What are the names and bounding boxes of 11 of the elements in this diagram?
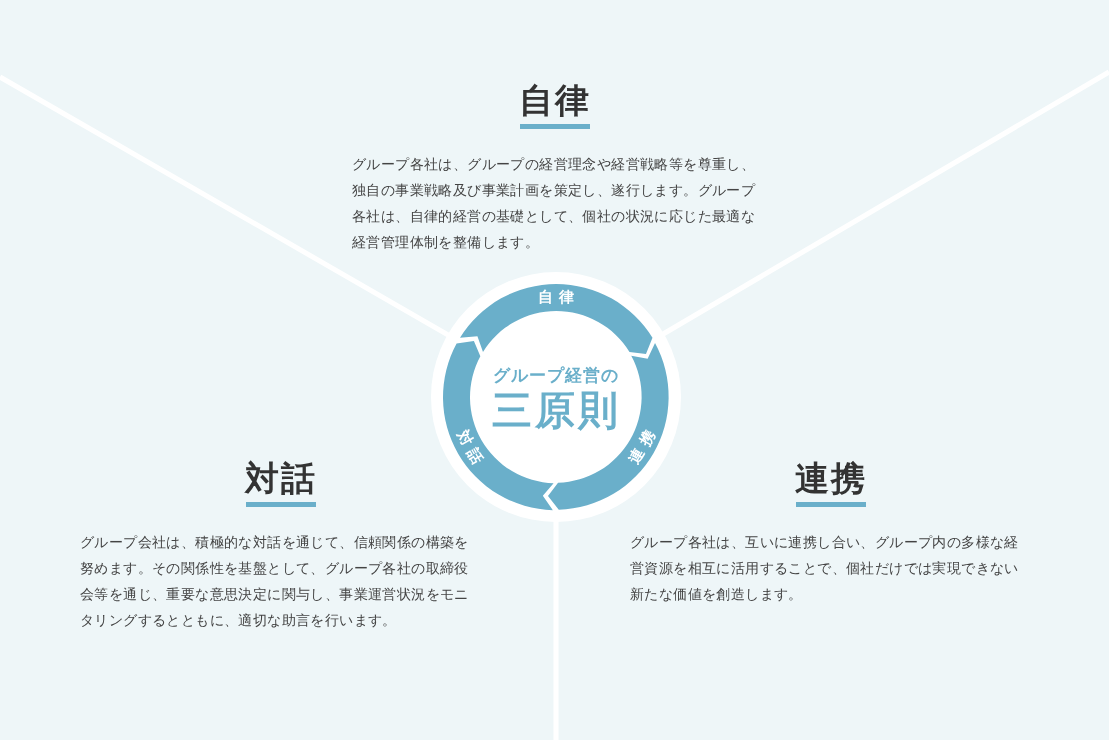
segment-label: 自律	[537, 288, 580, 307]
center-subtitle: グループ経営の	[493, 365, 619, 385]
section-heading: 対話	[245, 457, 317, 499]
segment-label: 対話	[452, 425, 490, 472]
body-text: グループ各社は、グループの経営理念や経営戦略等を尊重し、独自の事業戦略及び事業計画を策定し、遂行します。グループ各社は、自律的経営の基礎として、個社の状況に応じた最適な経営管理体制を整備します。	[352, 155, 757, 252]
body-text: グループ会社は、積極的な対話を通じて、信頼関係の構築を努めます。その関係性を基盤として、グループ各社の取締役会等を通じ、重要な意思決定に関与し、事業運営状況をモニタリングするとともに、適切な助言を行います。	[80, 533, 470, 630]
body-text: グループ各社は、互いに連携し合い、グループ内の多様な経営資源を相互に活用することで、個社だけでは実現できない新たな価値を創造します。	[630, 533, 1020, 604]
segment-label: 連携	[624, 421, 662, 469]
center-title: 三原則	[491, 386, 621, 434]
section-heading: 自律	[519, 79, 591, 121]
section-heading: 連携	[795, 457, 867, 499]
